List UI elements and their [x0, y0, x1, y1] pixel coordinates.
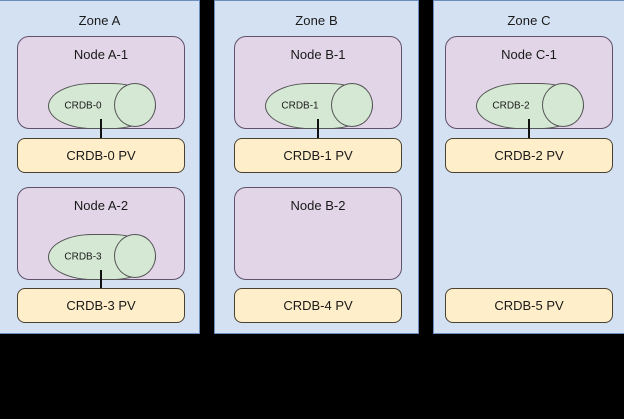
crdb-5-pv[interactable]: CRDB-5 PV — [445, 288, 613, 323]
crdb-1-label: CRDB-1 — [281, 100, 319, 112]
crdb-0-cylinder-cap — [114, 83, 156, 127]
node-a-2-title: Node A-2 — [73, 198, 129, 213]
node-b-1[interactable]: Node B-1 CRDB-1 — [234, 36, 402, 129]
crdb-0-label: CRDB-0 — [64, 100, 102, 112]
zone-b-panel: Zone B Node B-1 CRDB-1 CRDB-1 PV Node B-… — [214, 0, 419, 334]
crdb-3-cylinder-cap — [114, 234, 156, 278]
crdb-3-cylinder[interactable]: CRDB-3 — [48, 234, 156, 280]
connector-node-a-1-to-crdb-0-pv — [100, 119, 102, 138]
connector-node-b-1-to-crdb-1-pv — [317, 119, 319, 138]
zone-c-title: Zone C — [507, 13, 551, 28]
node-b-2[interactable]: Node B-2 — [234, 187, 402, 280]
node-b-1-title: Node B-1 — [290, 47, 346, 62]
node-a-1[interactable]: Node A-1 CRDB-0 — [17, 36, 185, 129]
crdb-1-pv[interactable]: CRDB-1 PV — [234, 138, 402, 173]
node-b-2-title: Node B-2 — [290, 198, 346, 213]
node-c-1-title: Node C-1 — [501, 47, 557, 62]
crdb-3-label: CRDB-3 — [64, 251, 102, 263]
zone-b-title: Zone B — [295, 13, 338, 28]
crdb-0-pv[interactable]: CRDB-0 PV — [17, 138, 185, 173]
zone-a-panel: Zone A Node A-1 CRDB-0 CRDB-0 PV Node A-… — [0, 0, 200, 334]
crdb-2-cylinder[interactable]: CRDB-2 — [476, 83, 584, 129]
crdb-1-cylinder-cap — [331, 83, 373, 127]
zone-c-panel: Zone C Node C-1 CRDB-2 CRDB-2 PV CRDB-5 … — [433, 0, 624, 334]
crdb-2-cylinder-cap — [542, 83, 584, 127]
zone-a-title: Zone A — [78, 13, 121, 28]
crdb-3-pv[interactable]: CRDB-3 PV — [17, 288, 185, 323]
crdb-4-pv[interactable]: CRDB-4 PV — [234, 288, 402, 323]
connector-node-c-1-to-crdb-2-pv — [528, 119, 530, 138]
node-c-1[interactable]: Node C-1 CRDB-2 — [445, 36, 613, 129]
crdb-1-cylinder[interactable]: CRDB-1 — [265, 83, 373, 129]
crdb-2-pv[interactable]: CRDB-2 PV — [445, 138, 613, 173]
crdb-0-cylinder[interactable]: CRDB-0 — [48, 83, 156, 129]
crdb-2-label: CRDB-2 — [492, 100, 530, 112]
connector-node-a-2-to-crdb-3-pv — [100, 270, 102, 289]
node-a-2[interactable]: Node A-2 CRDB-3 — [17, 187, 185, 280]
node-a-1-title: Node A-1 — [73, 47, 129, 62]
